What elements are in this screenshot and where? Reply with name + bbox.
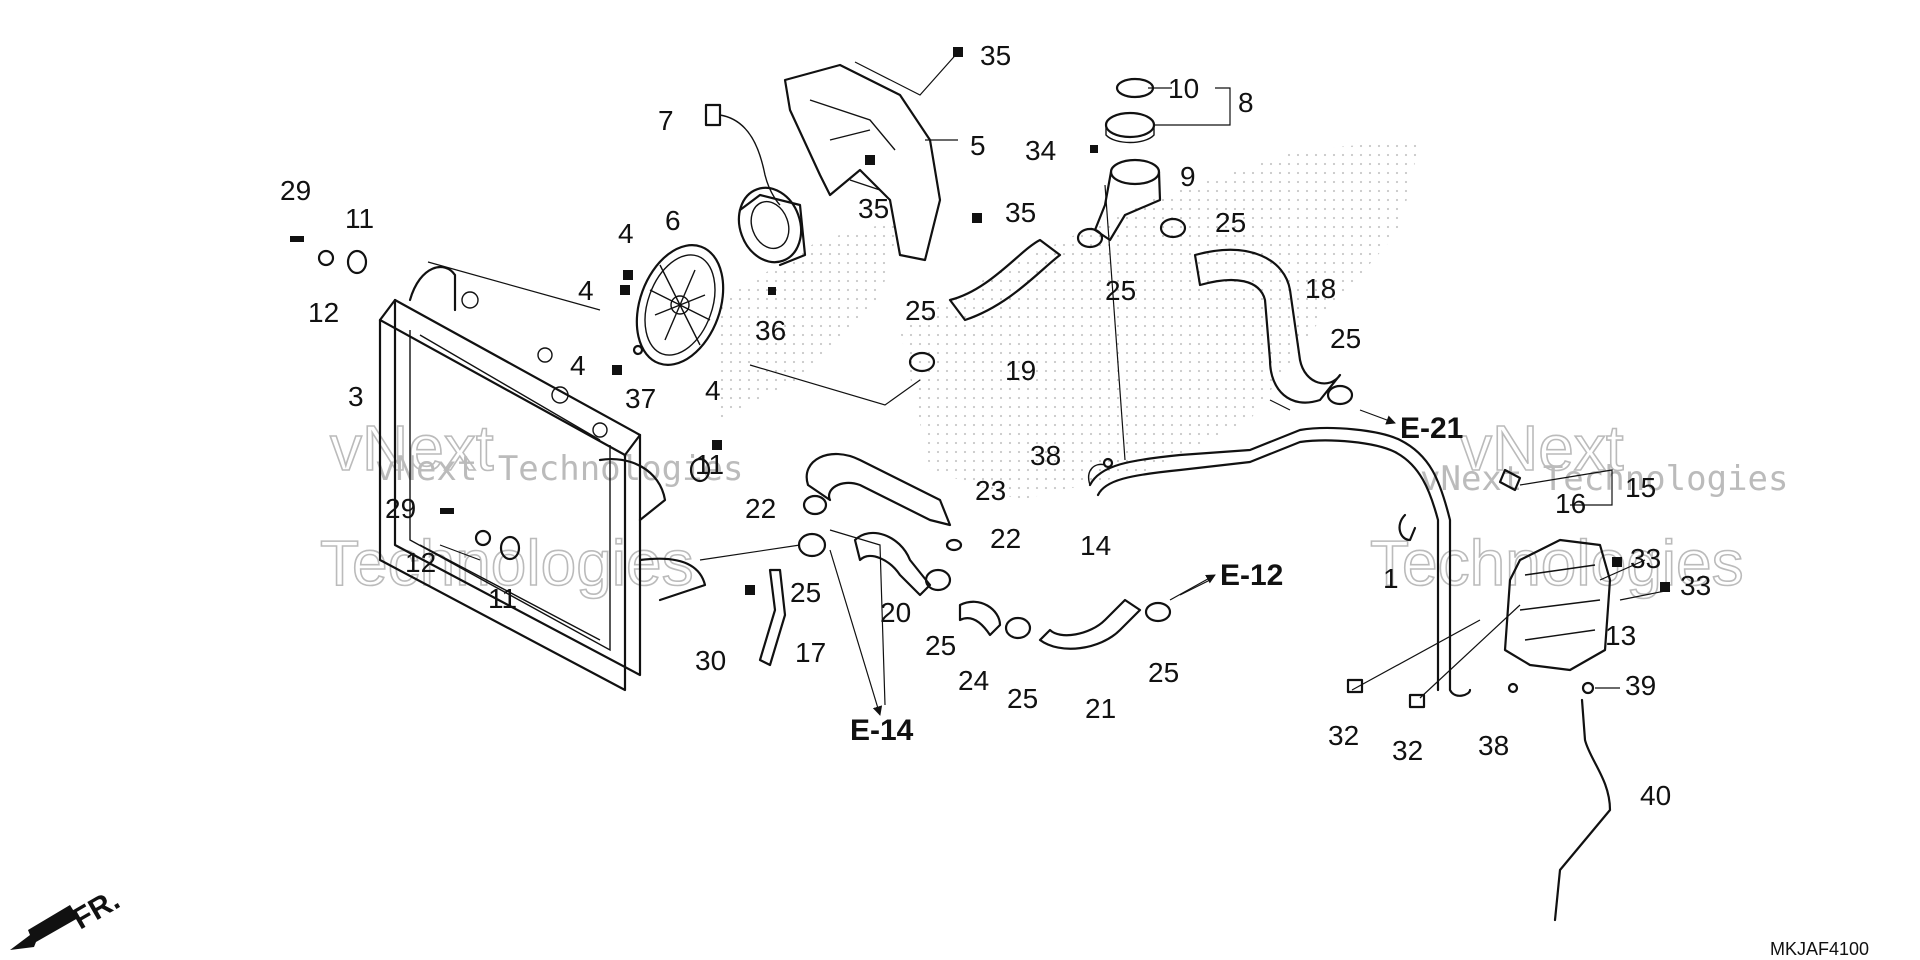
label-6: 6 (665, 205, 681, 236)
hose-18 (1193, 248, 1342, 404)
label-4-c: 4 (570, 350, 586, 381)
label-8: 8 (1238, 87, 1254, 118)
reserve-tank (1503, 538, 1612, 672)
filler-neck (1093, 158, 1162, 242)
label-16: 16 (1555, 488, 1586, 519)
fasteners (290, 47, 1670, 709)
watermark-brand-left: vNext (330, 412, 494, 484)
label-21: 21 (1085, 693, 1116, 724)
label-25-b: 25 (1215, 207, 1246, 238)
label-35-mid: 35 (858, 193, 889, 224)
label-1: 1 (1383, 563, 1399, 594)
watermark-line2-right: Technologies (1370, 527, 1744, 599)
ref-e14: E-14 (850, 714, 914, 747)
hose-19 (948, 238, 1062, 322)
leader-lines (427, 49, 1671, 706)
label-38-b: 38 (1478, 730, 1509, 761)
front-label: FR. (67, 883, 125, 936)
label-17: 17 (795, 637, 826, 668)
reference-arrows (829, 409, 1396, 716)
fan-motor (737, 186, 807, 267)
label-22-b: 22 (990, 523, 1021, 554)
section-references: E-21 E-12 E-14 (850, 412, 1463, 747)
label-24: 24 (958, 665, 989, 696)
label-40: 40 (1640, 780, 1671, 811)
label-33-a: 33 (1630, 543, 1661, 574)
label-33-b: 33 (1680, 570, 1711, 601)
label-10: 10 (1168, 73, 1199, 104)
fan-motor-connector (704, 103, 781, 206)
label-34: 34 (1025, 135, 1056, 166)
hose-24 (958, 600, 1002, 637)
ref-e21: E-21 (1400, 412, 1463, 445)
label-5: 5 (970, 130, 986, 161)
watermark: vNext vNext Technologies Technologies vN… (319, 411, 1788, 600)
label-23: 23 (975, 475, 1006, 506)
ref-e12: E-12 (1220, 559, 1283, 592)
label-12-top: 12 (308, 297, 339, 328)
label-15: 15 (1625, 472, 1656, 503)
label-36: 36 (755, 315, 786, 346)
label-25-c: 25 (1105, 275, 1136, 306)
front-direction-indicator: FR. (10, 883, 125, 950)
label-11-top: 11 (345, 203, 374, 234)
label-32-a: 32 (1328, 720, 1359, 751)
label-25-a: 25 (905, 295, 936, 326)
radiator-cap (1104, 77, 1156, 144)
overflow-hose-40 (1553, 698, 1612, 922)
background-wing-pattern (720, 140, 1420, 500)
label-4-b: 4 (578, 275, 594, 306)
label-9: 9 (1180, 161, 1196, 192)
label-30: 30 (695, 645, 726, 676)
label-37: 37 (625, 383, 656, 414)
label-12-bottom: 12 (405, 547, 436, 578)
label-22-a: 22 (745, 493, 776, 524)
label-3: 3 (348, 381, 364, 412)
label-39: 39 (1625, 670, 1656, 701)
label-29-bottom: 29 (385, 493, 416, 524)
label-13: 13 (1605, 620, 1636, 651)
label-32-b: 32 (1392, 735, 1423, 766)
watermark-line1-right: vNext Technologies (1420, 459, 1788, 499)
label-25-d: 25 (1330, 323, 1361, 354)
radiator-fan (635, 244, 725, 366)
label-19: 19 (1005, 355, 1036, 386)
label-11-bottom: 11 (488, 583, 517, 614)
label-4-d: 4 (705, 375, 721, 406)
hose-20 (853, 531, 932, 597)
diagram-code: MKJAF4100 (1770, 939, 1869, 959)
label-38-a: 38 (1030, 440, 1061, 471)
watermark-line1-left: vNext Technologies (375, 449, 743, 489)
fan-shroud (783, 63, 942, 262)
label-18: 18 (1305, 273, 1336, 304)
part-number-labels: 29 11 12 3 4 4 4 4 6 37 7 5 35 35 35 36 … (280, 40, 1711, 811)
label-4-a: 4 (618, 218, 634, 249)
label-25-e: 25 (790, 577, 821, 608)
hose-14 (1088, 426, 1472, 697)
label-35-top: 35 (980, 40, 1011, 71)
label-11-mid: 11 (695, 449, 724, 480)
label-25-f: 25 (925, 630, 956, 661)
label-14: 14 (1080, 530, 1111, 561)
hose-23 (805, 452, 952, 527)
bracket-17 (758, 568, 787, 667)
label-20: 20 (880, 597, 911, 628)
hose-21 (1038, 598, 1142, 650)
label-25-h: 25 (1148, 657, 1179, 688)
label-35-right: 35 (1005, 197, 1036, 228)
radiator (378, 265, 707, 692)
label-25-g: 25 (1007, 683, 1038, 714)
label-7: 7 (658, 105, 674, 136)
label-29-top: 29 (280, 175, 311, 206)
